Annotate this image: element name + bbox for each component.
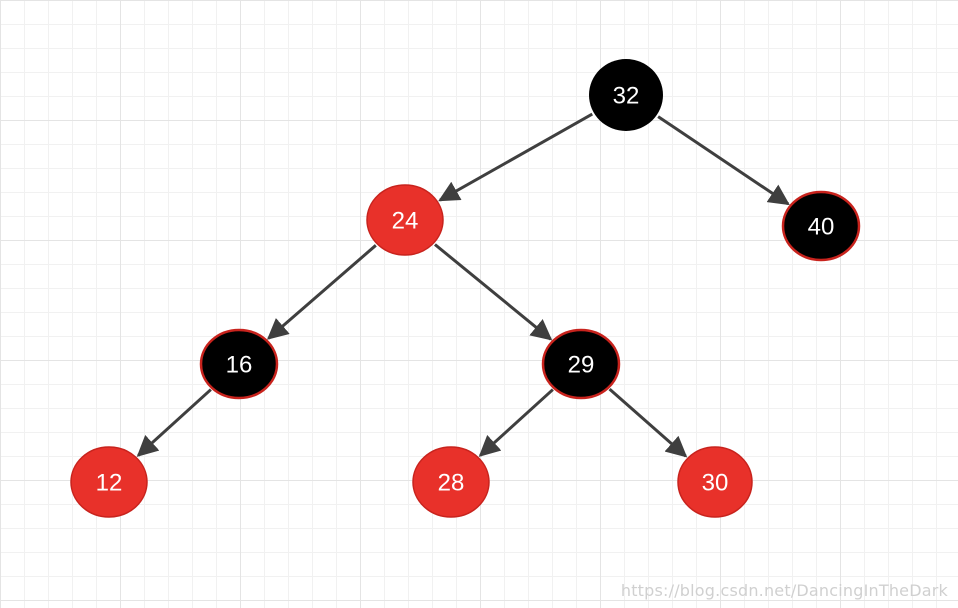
node-circle-40 [781, 190, 861, 262]
node-label-30: 30 [702, 470, 729, 497]
tree-node-32: 32 [589, 59, 663, 131]
edges-layer [136, 112, 790, 458]
tree-node-40: 40 [781, 190, 861, 262]
tree-node-12: 12 [70, 446, 148, 518]
edge-24-to-16 [266, 244, 377, 340]
node-label-32: 32 [613, 83, 640, 110]
edge-29-to-28 [478, 388, 554, 457]
node-label-16: 16 [226, 352, 253, 379]
edge-29-to-30 [608, 388, 688, 458]
tree-node-28: 28 [412, 446, 490, 518]
node-label-40: 40 [808, 214, 835, 241]
node-circle-29 [541, 328, 621, 400]
node-circle-24 [366, 184, 444, 256]
node-circle-32 [589, 59, 663, 131]
node-label-28: 28 [438, 470, 465, 497]
node-circle-12 [70, 446, 148, 518]
tree-node-30: 30 [677, 446, 753, 518]
node-circle-28 [412, 446, 490, 518]
edge-24-to-29 [434, 243, 553, 341]
node-label-29: 29 [568, 352, 595, 379]
watermark-text: https://blog.csdn.net/DancingInTheDark [620, 581, 948, 600]
edge-16-to-12 [136, 388, 212, 457]
node-circle-16 [199, 328, 279, 400]
edge-32-to-40 [657, 115, 790, 206]
nodes-layer: 32 24 40 16 29 12 28 30 [70, 59, 861, 518]
node-label-12: 12 [96, 470, 123, 497]
node-circle-30 [677, 446, 753, 518]
edge-32-to-24 [438, 112, 594, 202]
node-label-24: 24 [392, 208, 419, 235]
tree-node-24: 24 [366, 184, 444, 256]
tree-node-16: 16 [199, 328, 279, 400]
tree-node-29: 29 [541, 328, 621, 400]
